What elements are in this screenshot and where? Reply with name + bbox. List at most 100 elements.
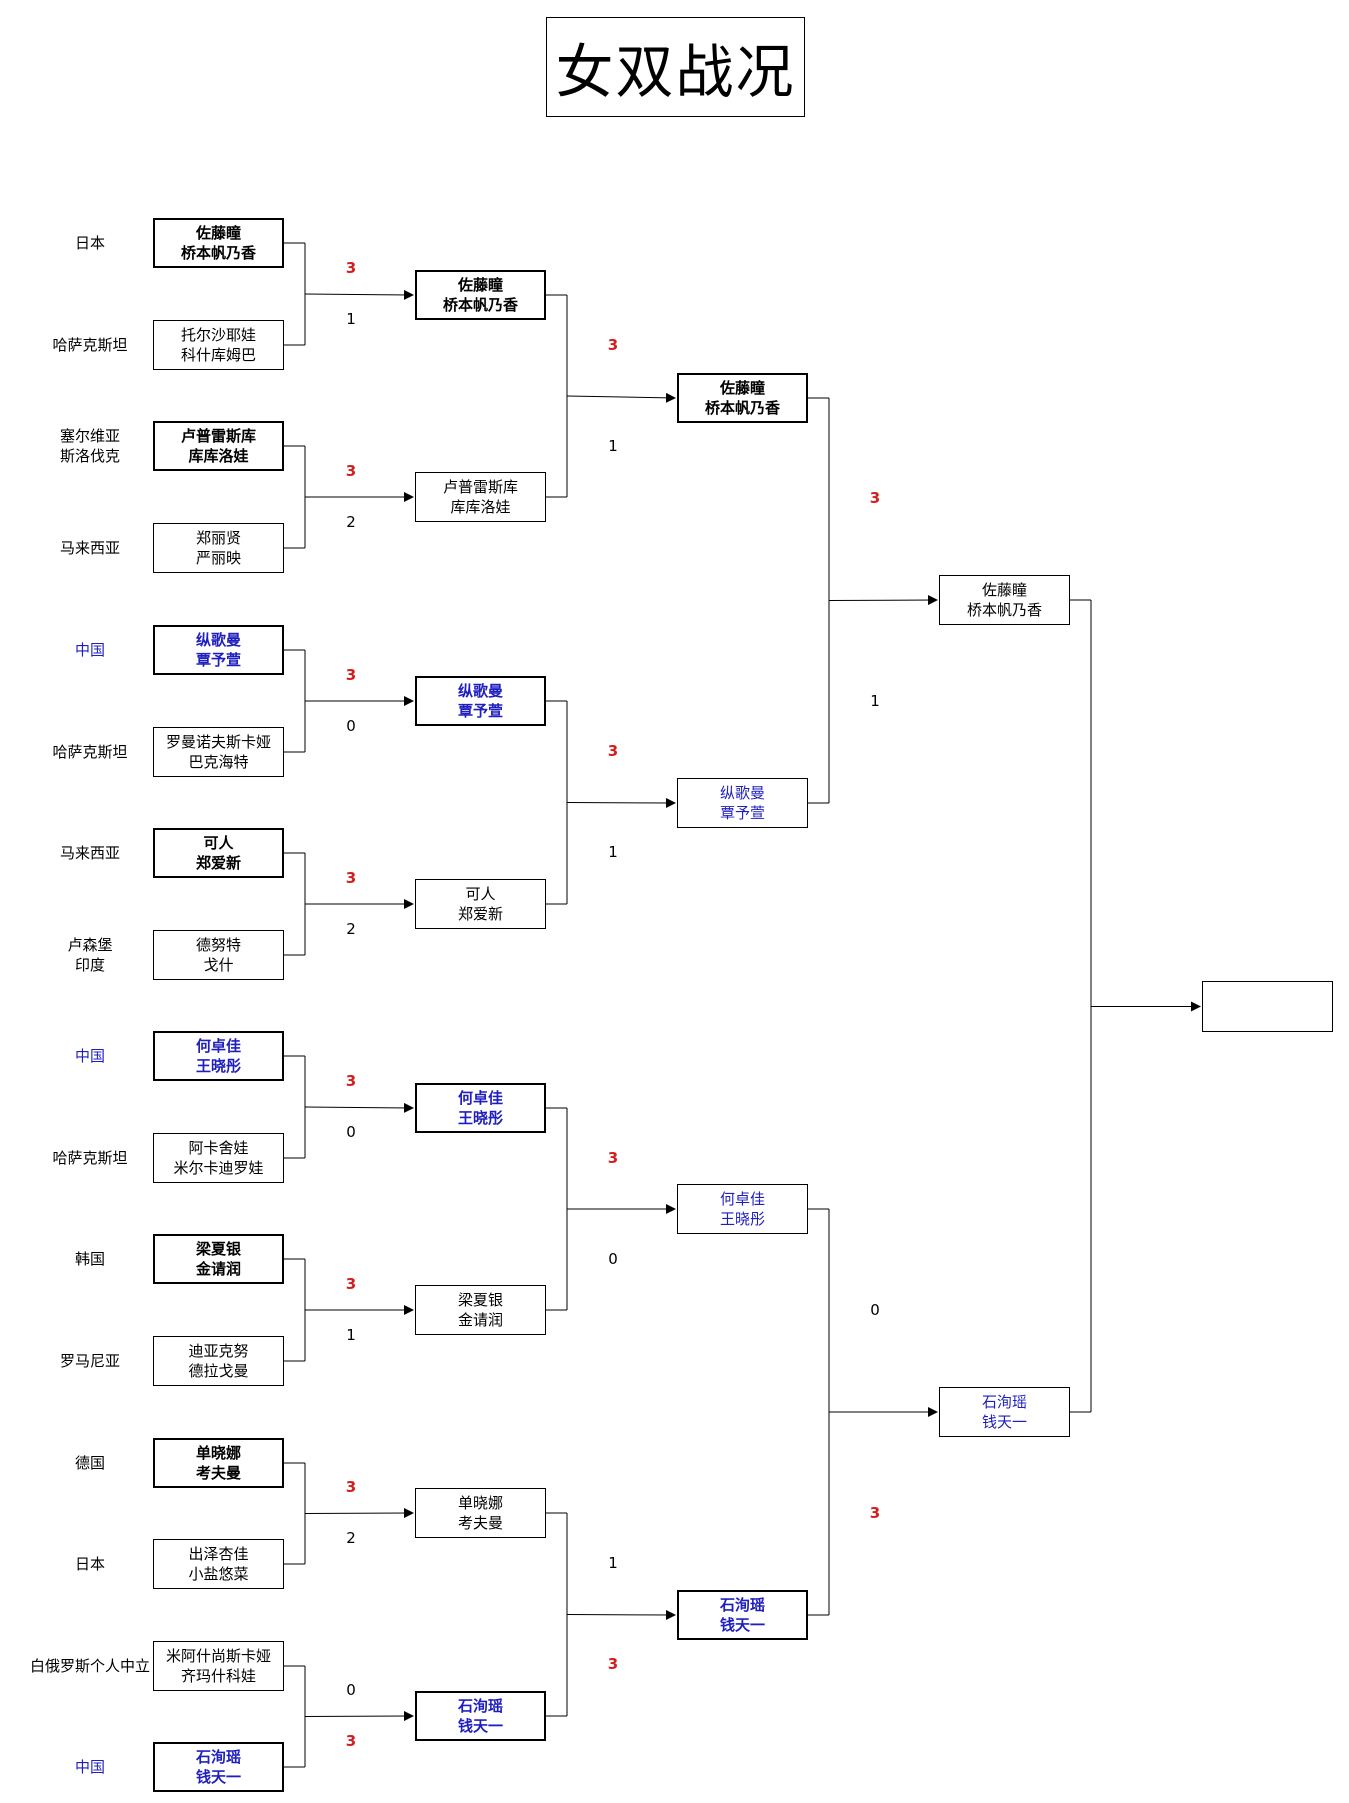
country-label: 中国: [30, 1757, 150, 1777]
team-box-round3: 何卓佳王晓彤: [677, 1184, 808, 1234]
match-score: 1: [346, 309, 356, 328]
player-name: 王晓彤: [195, 1057, 241, 1075]
match-score: 3: [869, 489, 881, 508]
country-label: 中国: [30, 640, 150, 660]
player-name: 桥本帆乃香: [704, 399, 780, 417]
player-name: 石洵瑶: [981, 1393, 1027, 1411]
country-line: 印度: [74, 956, 105, 974]
team-box-round1: 可人郑爱新: [153, 828, 284, 878]
player-name: 覃予萱: [195, 651, 241, 669]
player-name: 卢普雷斯库: [180, 427, 256, 445]
team-box-round1: 迪亚克努德拉戈曼: [153, 1336, 284, 1386]
country-label: 日本: [30, 1554, 150, 1574]
country-label: 塞尔维亚斯洛伐克: [22, 426, 158, 466]
player-name: 卢普雷斯库: [442, 478, 518, 496]
country-line: 哈萨克斯坦: [52, 336, 128, 354]
country-label: 马来西亚: [30, 843, 150, 863]
match-score: 3: [607, 741, 619, 760]
match-score: 0: [346, 1681, 356, 1700]
match-score: 0: [870, 1300, 880, 1319]
country-line: 中国: [74, 1047, 105, 1065]
player-name: 库库洛娃: [450, 498, 511, 516]
country-line: 日本: [74, 234, 105, 252]
player-name: 钱天一: [195, 1768, 241, 1786]
team-box-round2: 何卓佳王晓彤: [415, 1083, 546, 1133]
country-label: 日本: [30, 233, 150, 253]
player-name: 桥本帆乃香: [180, 244, 256, 262]
match-score: 3: [345, 1731, 357, 1750]
player-name: 可人: [465, 885, 496, 903]
country-line: 韩国: [74, 1250, 105, 1268]
team-box-round2: 可人郑爱新: [415, 879, 546, 929]
player-name: 戈什: [203, 956, 234, 974]
player-name: 阿卡舍娃: [188, 1139, 249, 1157]
match-score: 3: [607, 1148, 619, 1167]
team-box-round1: 何卓佳王晓彤: [153, 1031, 284, 1081]
advance-arrow: [566, 797, 676, 808]
country-line: 马来西亚: [59, 844, 120, 862]
player-name: 桥本帆乃香: [966, 601, 1042, 619]
team-box-round3: 石洵瑶钱天一: [677, 1590, 808, 1640]
team-box-round1: 单晓娜考夫曼: [153, 1438, 284, 1488]
player-name: 王晓彤: [719, 1210, 765, 1228]
team-box-round1: 出泽杏佳小盐悠菜: [153, 1539, 284, 1589]
team-box-round4: 石洵瑶钱天一: [939, 1387, 1070, 1437]
country-label: 哈萨克斯坦: [30, 335, 150, 355]
team-box-round1: 罗曼诺夫斯卡娅巴克海特: [153, 727, 284, 777]
team-box-round1: 米阿什尚斯卡娅齐玛什科娃: [153, 1641, 284, 1691]
player-name: 梁夏银: [457, 1291, 503, 1309]
player-name: 桥本帆乃香: [442, 296, 518, 314]
team-box-round4: 佐藤瞳桥本帆乃香: [939, 575, 1070, 625]
player-name: 覃予萱: [719, 804, 765, 822]
match-score: 1: [608, 843, 618, 862]
team-box-round2: 梁夏银金请润: [415, 1285, 546, 1335]
country-line: 中国: [74, 641, 105, 659]
country-label: 中国: [30, 1046, 150, 1066]
team-box-round1: 纵歌曼覃予萱: [153, 625, 284, 675]
player-name: 科什库姆巴: [180, 346, 256, 364]
country-label: 卢森堡印度: [30, 935, 150, 975]
player-name: 佐藤瞳: [981, 581, 1027, 599]
country-line: 斯洛伐克: [59, 447, 120, 465]
match-score: 1: [608, 436, 618, 455]
player-name: 钱天一: [719, 1616, 765, 1634]
player-name: 托尔沙耶娃: [180, 326, 256, 344]
player-name: 可人: [203, 834, 234, 852]
player-name: 米尔卡迪罗娃: [173, 1159, 264, 1177]
player-name: 单晓娜: [457, 1494, 503, 1512]
player-name: 德努特: [195, 936, 241, 954]
player-name: 米阿什尚斯卡娅: [165, 1647, 271, 1665]
advance-arrow: [566, 392, 676, 403]
country-line: 卢森堡: [67, 936, 113, 954]
match-score: 3: [345, 1478, 357, 1497]
match-score: 2: [346, 1528, 356, 1547]
match-score: 0: [346, 1122, 356, 1141]
team-box-round1: 郑丽贤严丽映: [153, 523, 284, 573]
player-name: 严丽映: [195, 549, 241, 567]
player-name: 金请润: [457, 1311, 503, 1329]
country-line: 白俄罗斯个人中立: [29, 1657, 150, 1675]
country-label: 马来西亚: [30, 538, 150, 558]
match-score: 3: [345, 665, 357, 684]
match-score: 1: [870, 691, 880, 710]
match-score: 3: [345, 258, 357, 277]
advance-arrow: [304, 1508, 414, 1519]
country-line: 德国: [74, 1454, 105, 1472]
player-name: 佐藤瞳: [195, 224, 241, 242]
player-name: 库库洛娃: [188, 447, 249, 465]
player-name: 考夫曼: [457, 1514, 503, 1532]
player-name: 罗曼诺夫斯卡娅: [165, 733, 271, 751]
match-score: 3: [345, 461, 357, 480]
team-box-round1: 阿卡舍娃米尔卡迪罗娃: [153, 1133, 284, 1183]
country-line: 哈萨克斯坦: [52, 743, 128, 761]
player-name: 何卓佳: [719, 1190, 765, 1208]
team-box-round2: 纵歌曼覃予萱: [415, 676, 546, 726]
advance-arrow: [566, 1609, 676, 1620]
player-name: 小盐悠菜: [188, 1565, 249, 1583]
team-box-round1: 石洵瑶钱天一: [153, 1742, 284, 1792]
player-name: 石洵瑶: [719, 1596, 765, 1614]
country-label: 哈萨克斯坦: [30, 1148, 150, 1168]
country-label: 哈萨克斯坦: [30, 742, 150, 762]
